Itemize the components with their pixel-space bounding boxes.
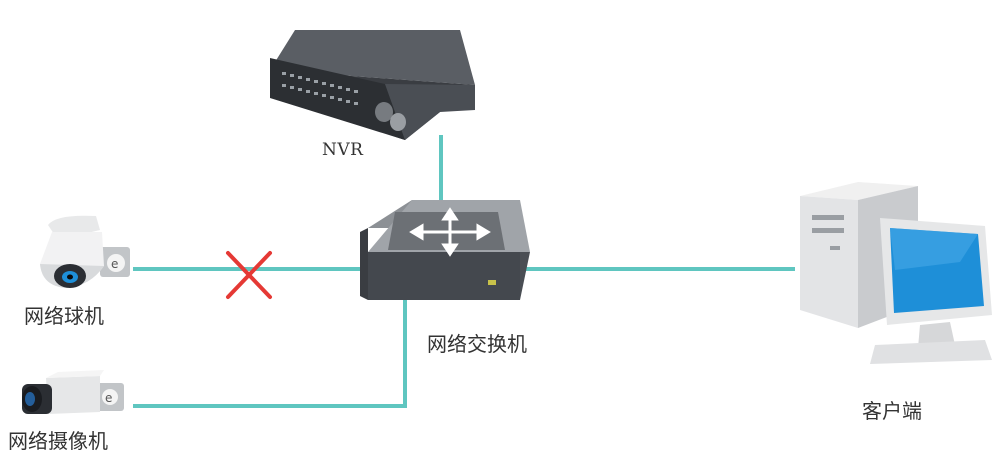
switch-arrows-icon bbox=[409, 207, 491, 257]
box-camera-label: 网络摄像机 bbox=[8, 429, 108, 453]
svg-text:e: e bbox=[111, 257, 118, 271]
nvr-device-icon bbox=[270, 30, 475, 140]
svg-text:e: e bbox=[105, 391, 112, 405]
dome-camera-icon: e bbox=[40, 215, 130, 288]
client-pc-icon bbox=[800, 182, 992, 364]
network-switch-icon bbox=[360, 200, 530, 300]
client-label: 客户端 bbox=[862, 399, 922, 423]
link-box-switch bbox=[133, 300, 407, 408]
broken-link-cross-icon bbox=[226, 251, 272, 299]
switch-label: 网络交换机 bbox=[427, 332, 527, 356]
box-camera-icon: e bbox=[22, 370, 124, 414]
dome-camera-label: 网络球机 bbox=[24, 304, 104, 328]
nvr-label: NVR bbox=[322, 140, 364, 160]
